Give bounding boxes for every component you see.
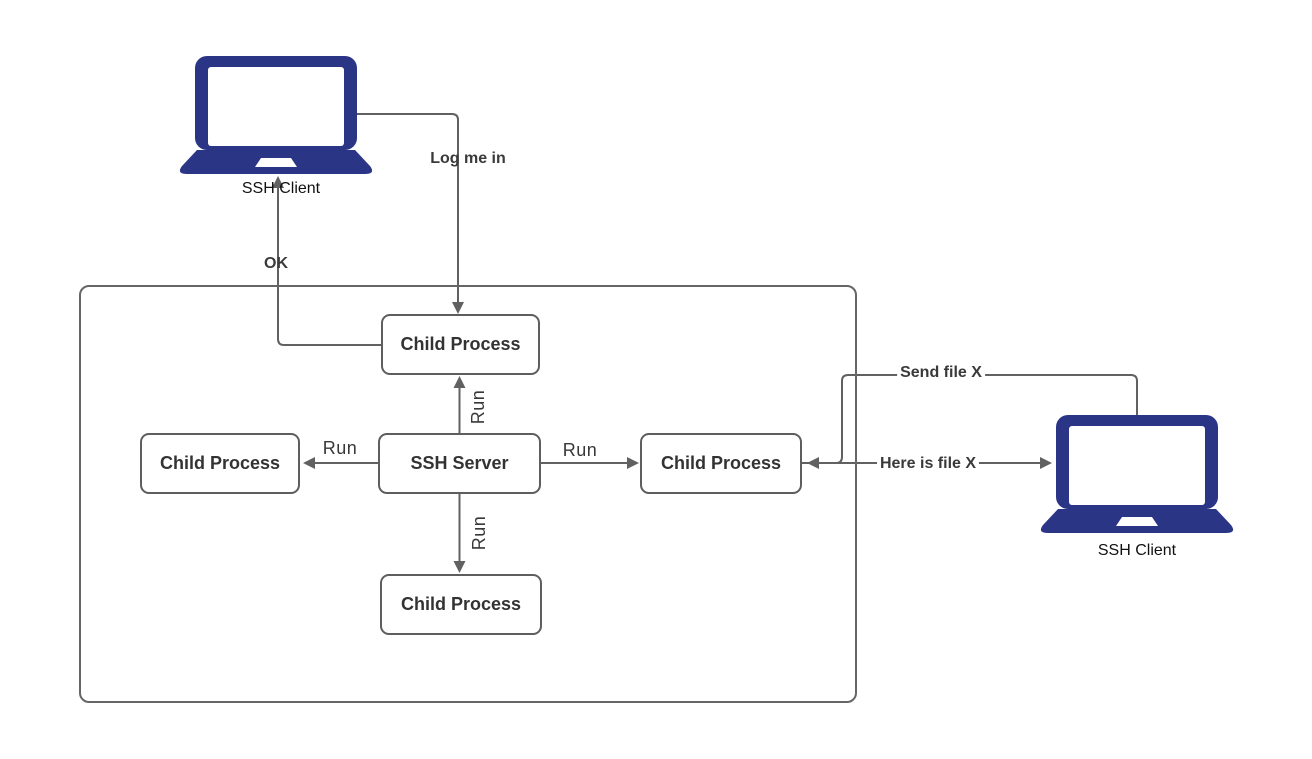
laptop-screen-display (208, 67, 344, 146)
node-child-process-top: Child Process (381, 314, 540, 375)
arrowhead-run-bottom (453, 561, 466, 573)
edge-label-here-is-file: Here is file X (876, 455, 980, 473)
laptop-base-notch (1116, 517, 1158, 526)
edge-label-run-left: Run (322, 438, 358, 458)
edge-arrowheads (272, 176, 1052, 573)
edge-label-run-right: Run (562, 440, 598, 460)
edge-label-run-bottom: Run (469, 515, 489, 551)
edge-label-run-top: Run (468, 389, 488, 425)
edge-label-log-me-in: Log me in (430, 150, 506, 167)
node-child-process-right: Child Process (640, 433, 802, 494)
arrowhead-log-me-in (452, 302, 464, 314)
arrowhead-send-file (807, 457, 819, 469)
server-boundary-box (79, 285, 857, 703)
laptop-screen-display (1069, 426, 1205, 505)
node-label: Child Process (660, 453, 782, 473)
node-label: Child Process (400, 334, 521, 354)
laptop-icon-left (179, 56, 373, 174)
arrowhead-run-top (453, 376, 466, 388)
node-child-process-bottom: Child Process (380, 574, 542, 635)
node-child-process-left: Child Process (140, 433, 300, 494)
node-label: Child Process (400, 594, 522, 614)
arrowhead-here-is-file (1040, 457, 1052, 469)
edge-label-send-file: Send file X (897, 364, 985, 382)
node-label: Child Process (159, 453, 281, 473)
laptop-icon-right (1040, 415, 1234, 533)
edge-lines (277, 113, 1138, 561)
laptop-base-notch (255, 158, 297, 167)
arrowhead-ok (272, 176, 284, 188)
client-label-right: SSH Client (1097, 542, 1177, 559)
edge-send-file-line (819, 374, 1138, 464)
client-label-left: SSH Client (241, 180, 321, 197)
arrowhead-run-right (627, 457, 639, 469)
edge-ok-line (277, 188, 381, 346)
arrowhead-run-left (303, 457, 315, 469)
node-ssh-server: SSH Server (378, 433, 541, 494)
node-label: SSH Server (410, 453, 509, 473)
edge-log-me-in-line (357, 113, 459, 303)
edge-label-ok: OK (264, 255, 288, 272)
